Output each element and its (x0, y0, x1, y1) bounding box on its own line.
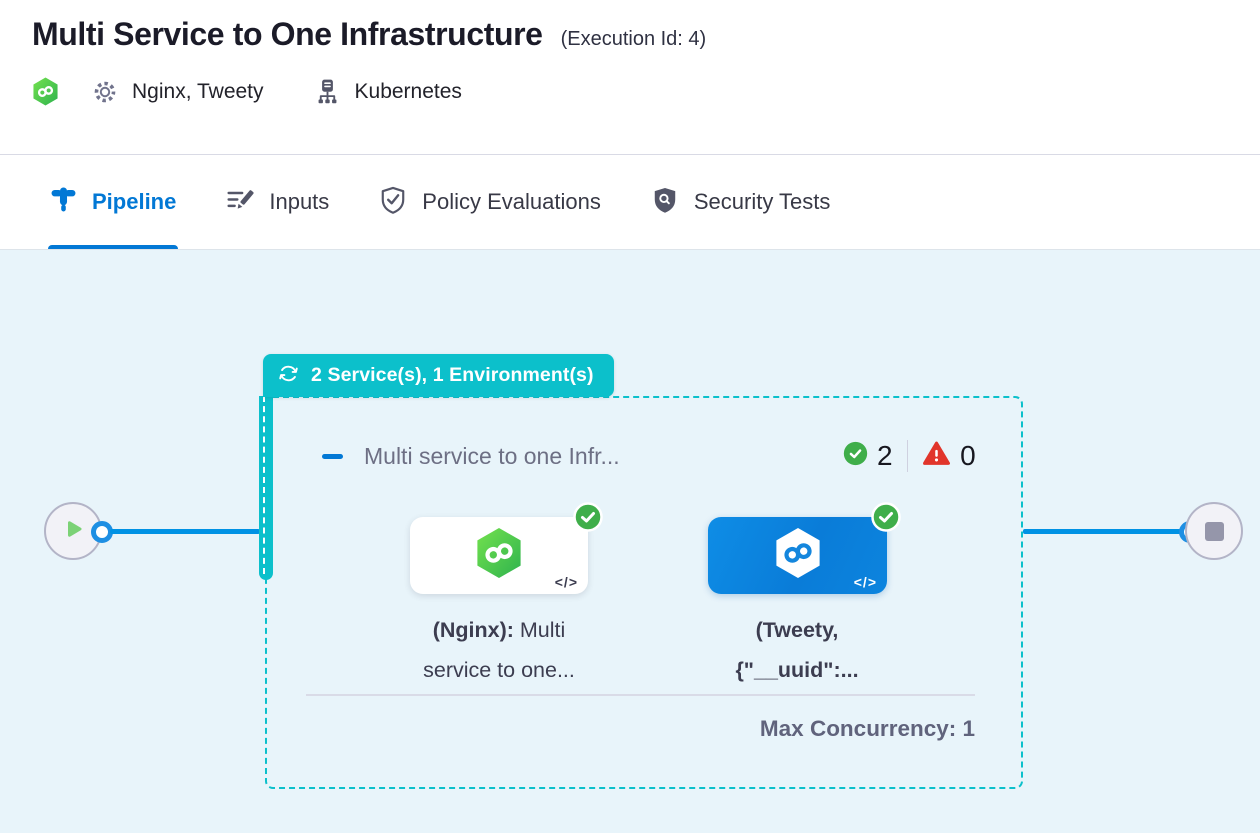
node-label-nginx: (Nginx): Multi service to one... (379, 610, 619, 690)
node-label-bold: (Nginx): (432, 618, 514, 642)
pipeline-icon (50, 186, 77, 218)
error-warning-icon (922, 440, 951, 472)
max-concurrency-label: Max Concurrency: 1 (759, 716, 975, 741)
node-label-line2: service to one... (423, 658, 575, 682)
tab-security-tests[interactable]: Security Tests (651, 155, 831, 249)
service-node-nginx[interactable]: </> (410, 517, 588, 594)
harness-service-icon (32, 77, 59, 106)
stage-group-border (265, 396, 1023, 789)
collapse-stage-button[interactable] (322, 454, 343, 459)
node-success-badge (871, 502, 901, 532)
node-label-bold: (Tweety, (755, 618, 839, 642)
service-node-tweety[interactable]: </> (708, 517, 887, 594)
tab-pipeline[interactable]: Pipeline (47, 155, 179, 249)
inputs-icon (226, 186, 254, 219)
loop-badge-label: 2 Service(s), 1 Environment(s) (311, 364, 594, 386)
harness-service-logo-green (475, 527, 523, 584)
shield-scan-icon (651, 186, 679, 219)
code-icon: </> (853, 574, 877, 590)
code-icon: </> (554, 574, 578, 590)
page-title: Multi Service to One Infrastructure (32, 16, 543, 52)
shield-check-icon (379, 186, 407, 219)
services-label: Nginx, Tweety (132, 79, 264, 103)
success-count: 2 (877, 440, 893, 471)
tab-policy-evaluations-label: Policy Evaluations (422, 189, 601, 214)
edge-line-right (1023, 529, 1181, 534)
loop-stage-badge[interactable]: 2 Service(s), 1 Environment(s) (263, 354, 614, 397)
pipeline-start-node[interactable] (44, 502, 102, 560)
stage-status-counters: 2 0 (843, 440, 976, 472)
title-row: Multi Service to One Infrastructure (Exe… (32, 16, 1228, 53)
tab-pipeline-label: Pipeline (92, 189, 177, 214)
node-label-tweety: (Tweety, {"__uuid":... (677, 610, 917, 690)
play-icon (60, 516, 86, 547)
pipeline-canvas: 2 Service(s), 1 Environment(s) Multi ser… (0, 250, 1260, 833)
execution-header: Multi Service to One Infrastructure (Exe… (0, 0, 1260, 155)
execution-id: (Execution Id: 4) (560, 28, 707, 50)
success-check-icon (843, 441, 868, 471)
execution-meta-row: Nginx, Tweety Kubernetes (32, 77, 1228, 106)
edge-line-left (110, 529, 260, 534)
node-label-rest: Multi (513, 618, 566, 642)
tab-inputs-label: Inputs (269, 189, 330, 214)
loop-stage-tail (259, 396, 273, 580)
tab-policy-evaluations[interactable]: Policy Evaluations (379, 155, 601, 249)
stage-footer-divider (306, 694, 975, 696)
gear-icon (92, 79, 118, 105)
node-success-badge (573, 502, 603, 532)
stop-icon (1204, 521, 1224, 541)
infrastructure-icon (314, 78, 341, 105)
harness-service-logo-white (774, 527, 822, 584)
stage-title[interactable]: Multi service to one Infr... (364, 443, 620, 469)
tab-security-tests-label: Security Tests (693, 189, 831, 214)
node-label-line2: {"__uuid":... (735, 658, 859, 682)
error-count: 0 (960, 440, 976, 471)
infrastructure-label: Kubernetes (354, 79, 462, 103)
tab-bar: Pipeline Inputs (0, 155, 1260, 250)
tab-inputs[interactable]: Inputs (226, 155, 329, 249)
loop-icon (276, 361, 301, 391)
pipeline-end-node[interactable] (1185, 502, 1243, 560)
counter-divider (906, 440, 909, 472)
